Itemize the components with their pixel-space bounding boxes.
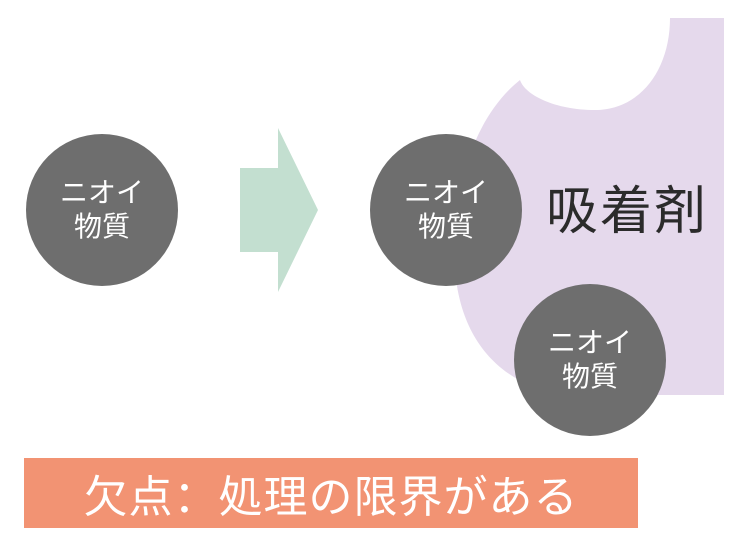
adsorbent-shape xyxy=(454,18,724,395)
drawback-banner-text: 欠点：処理の限界がある xyxy=(83,472,579,523)
drawback-banner: 欠点：処理の限界がある xyxy=(24,458,638,528)
odor-circle-left xyxy=(26,134,178,286)
odor-circle-middle xyxy=(370,134,522,286)
arrow-shape xyxy=(240,128,318,292)
odor-substance-label-left: ニオイ 物質 xyxy=(59,176,145,243)
odor-substance-label-middle: ニオイ 物質 xyxy=(403,176,489,243)
odor-substance-label-bottom: ニオイ 物質 xyxy=(547,326,633,393)
adsorbent-label: 吸着剤 xyxy=(546,182,709,242)
odor-circle-bottom xyxy=(514,284,666,436)
